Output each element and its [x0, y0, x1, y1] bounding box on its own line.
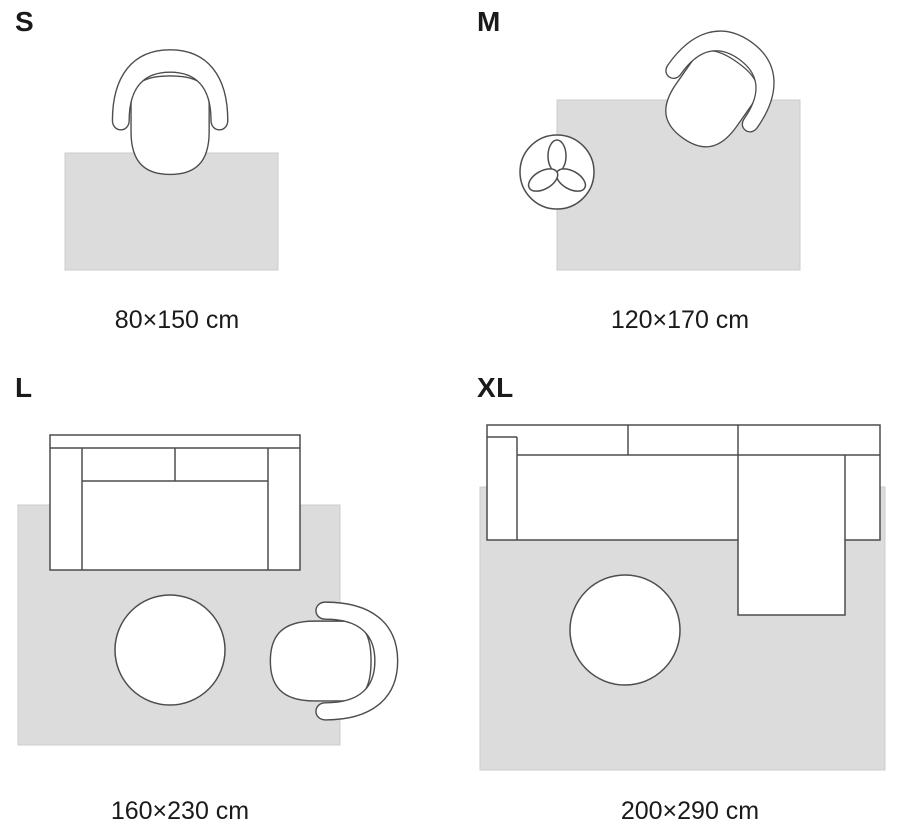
panel-s-scene: [64, 49, 279, 271]
panel-xl-scene: [479, 424, 886, 771]
panel-l-scene: [17, 434, 399, 746]
plant-icon: [519, 134, 595, 210]
panel-s-size: 80×150 cm: [114, 306, 240, 334]
panel-xl-label: XL: [477, 372, 514, 403]
panel-s: S 80×150 cm: [0, 0, 450, 350]
round-table-icon: [569, 574, 681, 686]
panel-l: L 160×230 cm: [0, 350, 450, 840]
panel-m: M 120×170 cm: [450, 0, 900, 350]
panel-l-size: 160×230 cm: [110, 797, 250, 825]
sofa-icon: [49, 434, 301, 571]
panel-m-label: M: [477, 6, 501, 37]
panel-xl: XL 200×290 cm: [450, 350, 900, 840]
panel-m-scene: [519, 9, 801, 271]
round-table-icon: [114, 594, 226, 706]
panel-xl-size: 200×290 cm: [620, 797, 760, 825]
panel-s-label: S: [15, 6, 35, 37]
panel-m-size: 120×170 cm: [610, 306, 750, 334]
panel-l-label: L: [15, 372, 33, 403]
